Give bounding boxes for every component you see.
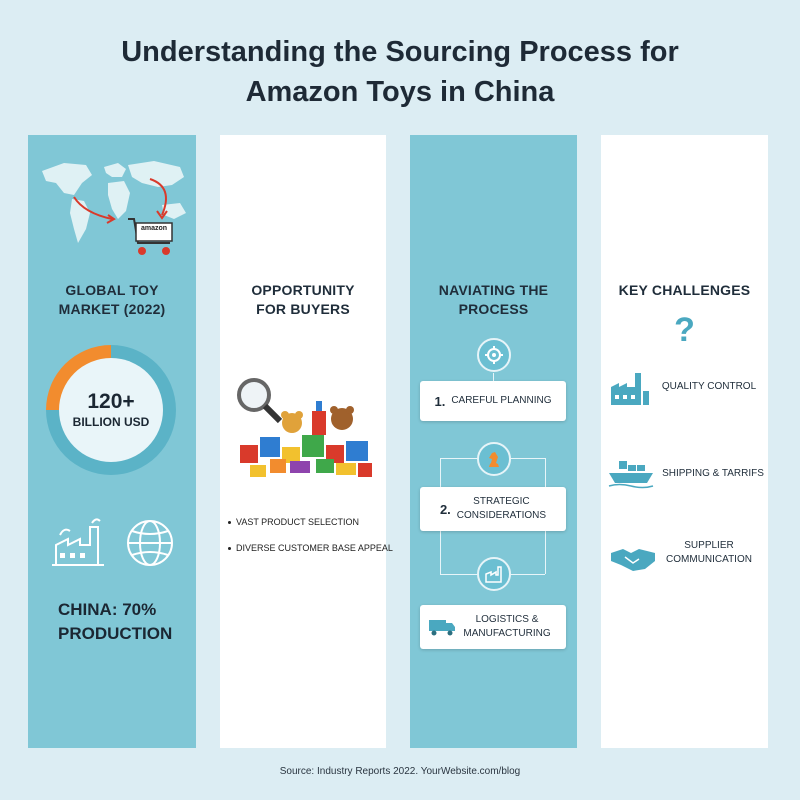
step-number-1: 1. xyxy=(434,393,446,409)
step-label-2-line-2: CONSIDERATIONS xyxy=(456,510,547,521)
step-label-3-line-2: MANUFACTURING xyxy=(463,628,551,639)
opportunity-bullets: VAST PRODUCT SELECTION DIVERSE CUSTOMER … xyxy=(228,516,393,568)
market-panel: amazon GLOBAL TOY MARKET (2022) 120+ BIL… xyxy=(28,135,196,748)
step-card-2: 2. STRATEGIC CONSIDERATIONS xyxy=(420,487,566,531)
bullet-dot xyxy=(228,547,231,551)
bullet-item: VAST PRODUCT SELECTION xyxy=(228,516,388,528)
step-number-2: 2. xyxy=(439,501,451,517)
china-line-1: CHINA: 70% xyxy=(58,600,157,619)
process-panel: NAVIATING THE PROCESS 1. CAREFUL PLANNIN… xyxy=(410,135,577,748)
market-heading-line-1: GLOBAL TOY xyxy=(65,282,159,298)
page-title: Understanding the Sourcing Process for A… xyxy=(0,32,800,112)
opportunity-panel: OPPORTUNITY FOR BUYERS VAST PRODUCT SELE… xyxy=(220,135,393,748)
opportunity-heading-line-1: OPPORTUNITY xyxy=(251,282,355,298)
step-label-3: LOGISTICS & MANUFACTURING xyxy=(463,613,550,641)
china-line-2: PRODUCTION xyxy=(58,624,173,643)
factory-icon xyxy=(52,518,104,566)
china-production: CHINA: 70% PRODUCTION xyxy=(58,598,198,646)
step-card-3: LOGISTICS & MANUFACTURING xyxy=(420,605,566,649)
bullet-text-2: DIVERSE CUSTOMER BASE APPEAL xyxy=(236,543,393,553)
challenge-label-2-line-1: SHIPPING & TARRIFS xyxy=(662,468,764,479)
connector xyxy=(493,373,494,381)
challenge-label-1: QUALITY CONTROL xyxy=(657,380,761,394)
step-card-1: 1. CAREFUL PLANNING xyxy=(420,381,566,421)
bullet-dot xyxy=(228,521,231,525)
factory-icon xyxy=(477,557,511,591)
chess-knight-icon xyxy=(477,442,511,476)
question-mark: ? xyxy=(674,311,695,349)
market-heading-line-2: MARKET (2022) xyxy=(58,301,166,317)
challenge-label-1-line-1: QUALITY CONTROL xyxy=(661,381,757,392)
process-heading-line-2: PROCESS xyxy=(458,301,529,317)
step-label-3-line-1: LOGISTICS & xyxy=(475,614,539,625)
challenge-label-3-line-2: COMMUNICATION xyxy=(666,554,752,565)
opportunity-heading: OPPORTUNITY FOR BUYERS xyxy=(220,281,386,319)
challenge-label-2: SHIPPING & TARRIFS xyxy=(657,467,769,481)
toy-pile-icon xyxy=(240,401,372,477)
title-line-2: Amazon Toys in China xyxy=(245,76,555,108)
challenge-label-3: SUPPLIER COMMUNICATION xyxy=(657,539,761,567)
market-donut: 120+ BILLION USD xyxy=(46,345,176,475)
globe-icon xyxy=(127,520,173,566)
market-heading: GLOBAL TOY MARKET (2022) xyxy=(28,281,196,319)
challenge-label-3-line-1: SUPPLIER xyxy=(684,540,734,551)
factory-icon xyxy=(611,373,649,405)
opportunity-heading-line-2: FOR BUYERS xyxy=(256,301,350,317)
market-unit: BILLION USD xyxy=(72,415,150,429)
truck-icon xyxy=(429,620,455,636)
cargo-ship-icon xyxy=(608,461,654,489)
handshake-icon xyxy=(611,549,655,571)
process-heading-line-1: NAVIATING THE xyxy=(438,282,549,298)
magnifying-glass-icon xyxy=(237,378,283,424)
challenges-panel: KEY CHALLENGES ? QUALITY CONTROL SHIPPIN… xyxy=(601,135,768,748)
bullet-item: DIVERSE CUSTOMER BASE APPEAL xyxy=(228,542,393,554)
donut-center: 120+ BILLION USD xyxy=(59,358,163,462)
market-value: 120+ xyxy=(87,390,135,413)
cart-brand-label: amazon xyxy=(140,225,168,232)
source-caption: Source: Industry Reports 2022. YourWebsi… xyxy=(279,766,521,777)
world-map-icon xyxy=(42,161,186,243)
step-label-2-line-1: STRATEGIC xyxy=(473,496,530,507)
shopping-cart-icon: amazon xyxy=(126,215,178,259)
bullet-text-1: VAST PRODUCT SELECTION xyxy=(236,517,360,527)
gear-icon xyxy=(477,338,511,372)
title-line-1: Understanding the Sourcing Process for xyxy=(121,36,679,68)
challenges-heading: KEY CHALLENGES xyxy=(618,282,751,298)
step-label-2: STRATEGIC CONSIDERATIONS xyxy=(457,495,546,523)
process-heading: NAVIATING THE PROCESS xyxy=(410,281,577,319)
step-label-1: CAREFUL PLANNING xyxy=(451,395,552,406)
